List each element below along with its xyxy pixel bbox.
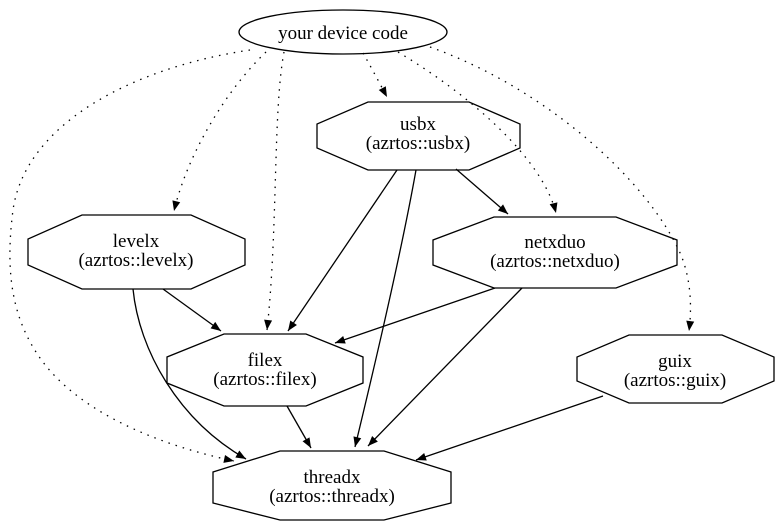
usbx-label: usbx bbox=[400, 114, 436, 135]
guix-label: guix bbox=[658, 351, 692, 372]
usbx-sublabel: (azrtos::usbx) bbox=[366, 133, 470, 154]
netxduo-octagon-shape bbox=[432, 216, 678, 289]
levelx-octagon-shape bbox=[27, 214, 246, 290]
netxduo-label: netxduo bbox=[524, 232, 585, 253]
node-threadx: threadx (azrtos::threadx) bbox=[212, 450, 452, 521]
edge-usbx-filex bbox=[287, 169, 398, 332]
edge-device-guix bbox=[429, 46, 695, 332]
levelx-sublabel: (azrtos::levelx) bbox=[78, 250, 193, 271]
edge-usbx-threadx bbox=[353, 169, 417, 448]
usbx-octagon-shape bbox=[316, 101, 521, 171]
threadx-sublabel: (azrtos::threadx) bbox=[269, 486, 395, 507]
threadx-label: threadx bbox=[304, 467, 361, 488]
device-label: your device code bbox=[278, 23, 408, 44]
edge-usbx-netxduo bbox=[455, 168, 509, 215]
filex-label: filex bbox=[248, 350, 283, 371]
node-netxduo: netxduo (azrtos::netxduo) bbox=[432, 216, 678, 289]
edge-filex-threadx bbox=[286, 405, 312, 449]
edge-netxduo-threadx bbox=[367, 287, 523, 447]
edge-netxduo-filex bbox=[334, 287, 496, 344]
node-filex: filex (azrtos::filex) bbox=[166, 333, 364, 407]
guix-octagon-shape bbox=[576, 334, 775, 404]
device-ellipse-shape bbox=[238, 9, 448, 55]
filex-sublabel: (azrtos::filex) bbox=[213, 369, 316, 390]
edge-device-filex bbox=[264, 51, 285, 331]
edge-guix-threadx bbox=[415, 395, 604, 461]
edge-levelx-filex bbox=[162, 288, 222, 332]
guix-sublabel: (azrtos::guix) bbox=[624, 370, 726, 391]
filex-octagon-shape bbox=[166, 333, 364, 407]
node-guix: guix (azrtos::guix) bbox=[576, 334, 775, 404]
threadx-octagon-shape bbox=[212, 450, 452, 521]
node-levelx: levelx (azrtos::levelx) bbox=[27, 214, 246, 290]
edge-device-levelx bbox=[172, 51, 267, 212]
netxduo-sublabel: (azrtos::netxduo) bbox=[490, 251, 620, 272]
levelx-label: levelx bbox=[113, 231, 160, 252]
edge-device-usbx bbox=[362, 52, 388, 98]
node-device: your device code bbox=[238, 9, 448, 55]
node-usbx: usbx (azrtos::usbx) bbox=[316, 101, 521, 171]
